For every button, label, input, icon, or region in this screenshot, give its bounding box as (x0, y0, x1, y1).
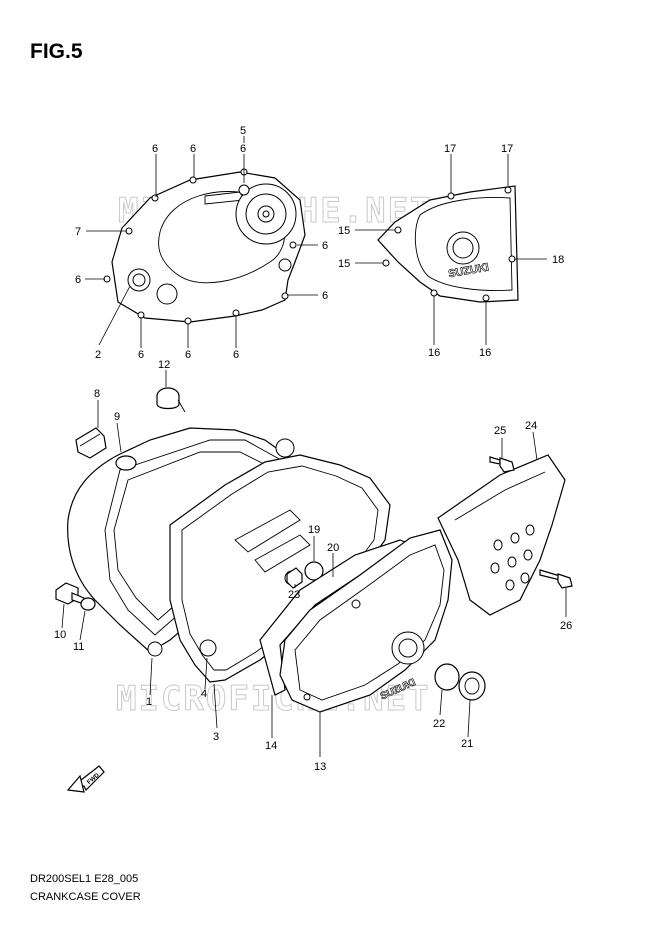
part-23 (286, 567, 303, 589)
callout-label: 6 (152, 143, 158, 155)
callout-label: 20 (327, 542, 339, 554)
part-24-sprocket-guard (437, 454, 566, 616)
callout-label: 24 (525, 420, 537, 432)
callout-label: 26 (560, 620, 572, 632)
callout-label: 10 (54, 629, 66, 641)
part-22-o-ring (434, 663, 460, 691)
callout-labels: 5 6 6 6 7 6 6 6 2 6 6 6 17 17 15 15 18 1… (54, 125, 572, 773)
callout-label: 18 (552, 254, 564, 266)
callout-label: 15 (338, 225, 350, 237)
part-11-washer (80, 597, 96, 611)
callout-label: 9 (114, 411, 120, 423)
part-10-drain-bolt (55, 582, 85, 605)
callout-label: 23 (288, 589, 300, 601)
section-name: CRANKCASE COVER (30, 891, 141, 903)
callout-label: 21 (461, 738, 473, 750)
callout-label: 11 (73, 641, 84, 653)
part-19 (304, 561, 324, 581)
forward-direction-arrow: FWD (66, 765, 105, 793)
callout-label: 6 (185, 349, 191, 361)
clutch-cover-outer (103, 168, 306, 325)
callout-label: 19 (308, 524, 320, 536)
callout-label: 14 (265, 740, 277, 752)
part-9-o-ring (115, 455, 137, 471)
callout-label: 1 (146, 696, 152, 708)
callout-label: 6 (322, 290, 328, 302)
callout-label: 8 (94, 388, 100, 400)
part-12-seal (156, 387, 186, 413)
callout-label: 15 (338, 258, 350, 270)
callout-label: 17 (444, 143, 456, 155)
callout-label: 6 (322, 240, 328, 252)
callout-label: 4 (201, 688, 207, 700)
part-21-plug (458, 671, 486, 701)
callout-label: 6 (75, 274, 81, 286)
part-26-bolt (539, 569, 573, 589)
callout-label: 25 (494, 425, 506, 437)
callout-label: 22 (433, 718, 445, 730)
callout-label: 17 (501, 143, 513, 155)
leader-lines (61, 136, 567, 757)
callout-label: 3 (213, 731, 219, 743)
model-code: DR200SEL1 E28_005 (30, 873, 139, 885)
part-8-oil-filler-cap (75, 427, 107, 459)
callout-label: 16 (428, 347, 440, 359)
callout-label: 16 (479, 347, 491, 359)
part-13-right-cover (279, 529, 453, 713)
callout-label: 6 (190, 143, 196, 155)
part-25-bolt (489, 456, 515, 473)
callout-label: 6 (233, 349, 239, 361)
callout-label: 6 (240, 143, 246, 155)
callout-label: 6 (138, 349, 144, 361)
figure-title: FIG.5 (30, 40, 83, 63)
callout-label: 2 (95, 349, 101, 361)
callout-label: 5 (240, 125, 246, 137)
callout-label: 12 (158, 359, 170, 371)
callout-label: 7 (75, 226, 81, 238)
callout-label: 13 (314, 761, 326, 773)
magneto-cover (377, 185, 519, 303)
